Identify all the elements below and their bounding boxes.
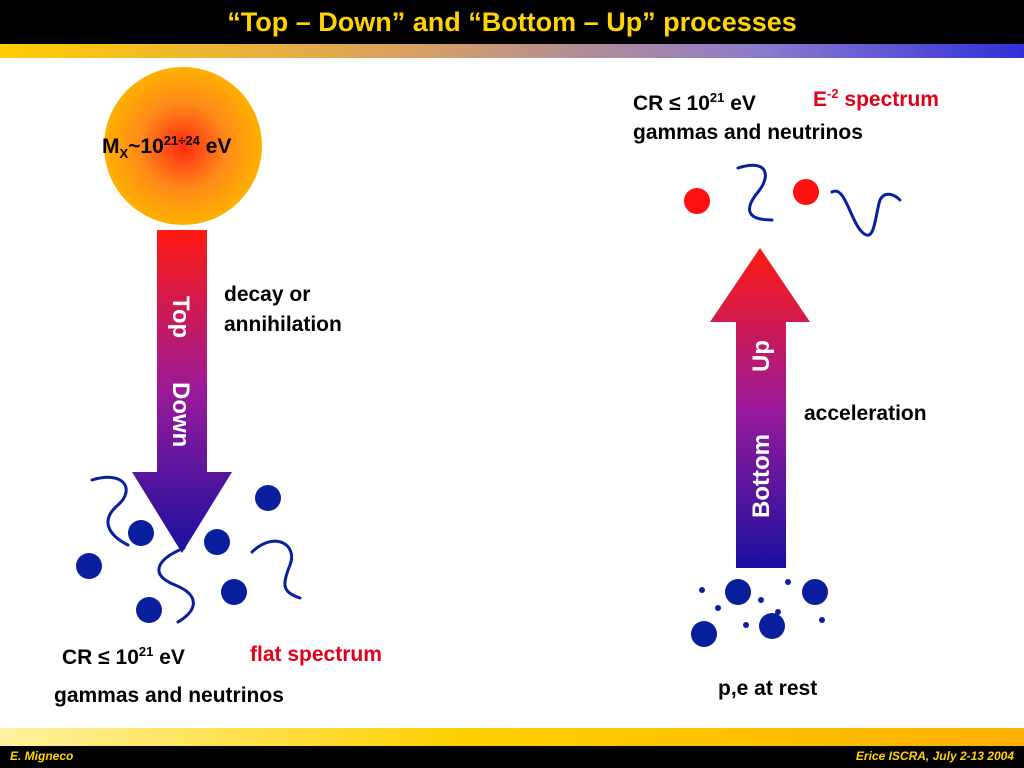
arrow-label-down: Down bbox=[167, 382, 194, 448]
photon-line bbox=[90, 475, 130, 547]
particle bbox=[204, 529, 230, 555]
slide-title: “Top – Down” and “Bottom – Up” processes bbox=[227, 7, 797, 37]
particle bbox=[759, 613, 785, 639]
right-products-label: gammas and neutrinos bbox=[633, 121, 863, 144]
particle-small bbox=[758, 597, 764, 603]
left-photon-lines bbox=[90, 475, 302, 624]
flat-spectrum-label: flat spectrum bbox=[250, 643, 382, 666]
title-bar bbox=[0, 0, 1024, 44]
bottom-up-arrow bbox=[710, 248, 810, 568]
particle bbox=[221, 579, 247, 605]
left-particles bbox=[76, 485, 281, 623]
particle bbox=[136, 597, 162, 623]
particle-small bbox=[785, 579, 791, 585]
photon-line bbox=[250, 539, 302, 600]
particle-small bbox=[775, 609, 781, 615]
source-orb bbox=[104, 67, 262, 225]
arrow-label-top: Top bbox=[167, 296, 194, 339]
particle bbox=[128, 520, 154, 546]
arrow-label-bottom: Bottom bbox=[748, 434, 775, 518]
photon-line bbox=[157, 546, 195, 624]
acceleration-label: acceleration bbox=[804, 402, 927, 425]
title-gradient-band bbox=[0, 44, 1024, 58]
footer-event: Erice ISCRA, July 2-13 2004 bbox=[855, 749, 1014, 763]
particle bbox=[255, 485, 281, 511]
particle-small bbox=[819, 617, 825, 623]
footer-gradient-band bbox=[0, 728, 1024, 746]
photon-line bbox=[736, 163, 774, 222]
particle-small bbox=[715, 605, 721, 611]
top-down-arrow bbox=[132, 230, 232, 553]
left-products-label: gammas and neutrinos bbox=[54, 684, 284, 707]
particle bbox=[691, 621, 717, 647]
process-label-line2: annihilation bbox=[224, 313, 342, 336]
left-cr-label: CR ≤ 1021 eV bbox=[62, 644, 185, 669]
arrow-label-up: Up bbox=[748, 340, 775, 372]
right-top-particles bbox=[684, 179, 819, 214]
particle bbox=[76, 553, 102, 579]
photon-line bbox=[830, 189, 902, 237]
particle bbox=[684, 188, 710, 214]
right-photon-lines bbox=[736, 163, 902, 237]
e2-spectrum-label: E-2 spectrum bbox=[813, 86, 939, 111]
process-label-line1: decay or bbox=[224, 283, 311, 306]
footer-bar bbox=[0, 746, 1024, 768]
particle bbox=[793, 179, 819, 205]
particle bbox=[725, 579, 751, 605]
particle-small bbox=[743, 622, 749, 628]
rest-particles bbox=[691, 579, 828, 647]
rest-label: p,e at rest bbox=[718, 677, 818, 700]
source-mass-label: MX~1021÷24 eV bbox=[102, 133, 232, 162]
particle-small bbox=[699, 587, 705, 593]
particle bbox=[802, 579, 828, 605]
right-cr-label: CR ≤ 1021 eV bbox=[633, 90, 756, 115]
footer-author: E. Migneco bbox=[10, 749, 74, 763]
